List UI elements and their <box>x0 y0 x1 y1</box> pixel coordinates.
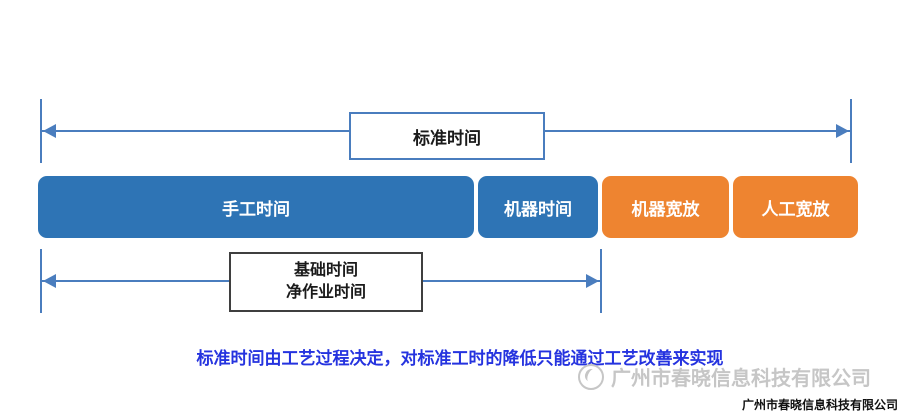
standard-time-label: 标准时间 <box>413 128 481 148</box>
block-labor-allowance-label: 人工宽放 <box>761 199 830 219</box>
right-end-tick <box>850 99 852 163</box>
right-arrowhead-icon <box>836 124 849 138</box>
block-machine-allowance: 机器宽放 <box>602 176 729 238</box>
right-end-tick <box>600 249 602 313</box>
left-arrowhead-icon <box>43 124 56 138</box>
block-labor-allowance: 人工宽放 <box>733 176 858 238</box>
block-machine-allowance-label: 机器宽放 <box>631 199 700 219</box>
block-manual-time: 手工时间 <box>38 176 474 238</box>
left-end-tick <box>40 99 42 163</box>
base-time-label-box: 基础时间 净作业时间 <box>229 252 423 312</box>
left-arrowhead-icon <box>43 274 56 288</box>
footer-company-text: 广州市春晓信息科技有限公司 <box>741 398 898 412</box>
watermark-text: 广州市春晓信息科技有限公司 <box>611 368 871 390</box>
standard-time-label-box: 标准时间 <box>349 112 545 160</box>
base-time-label-line2: 净作业时间 <box>285 284 366 301</box>
company-logo-icon <box>578 363 604 390</box>
block-machine-time: 机器时间 <box>478 176 598 238</box>
block-manual-time-label: 手工时间 <box>222 199 290 219</box>
right-arrowhead-icon <box>586 274 599 288</box>
block-machine-time-label: 机器时间 <box>504 199 572 219</box>
left-end-tick <box>40 249 42 313</box>
base-time-label-line1: 基础时间 <box>293 262 358 280</box>
time-blocks-row: 手工时间 机器时间 机器宽放 人工宽放 <box>38 176 858 238</box>
watermark: 广州市春晓信息科技有限公司 <box>578 362 871 391</box>
